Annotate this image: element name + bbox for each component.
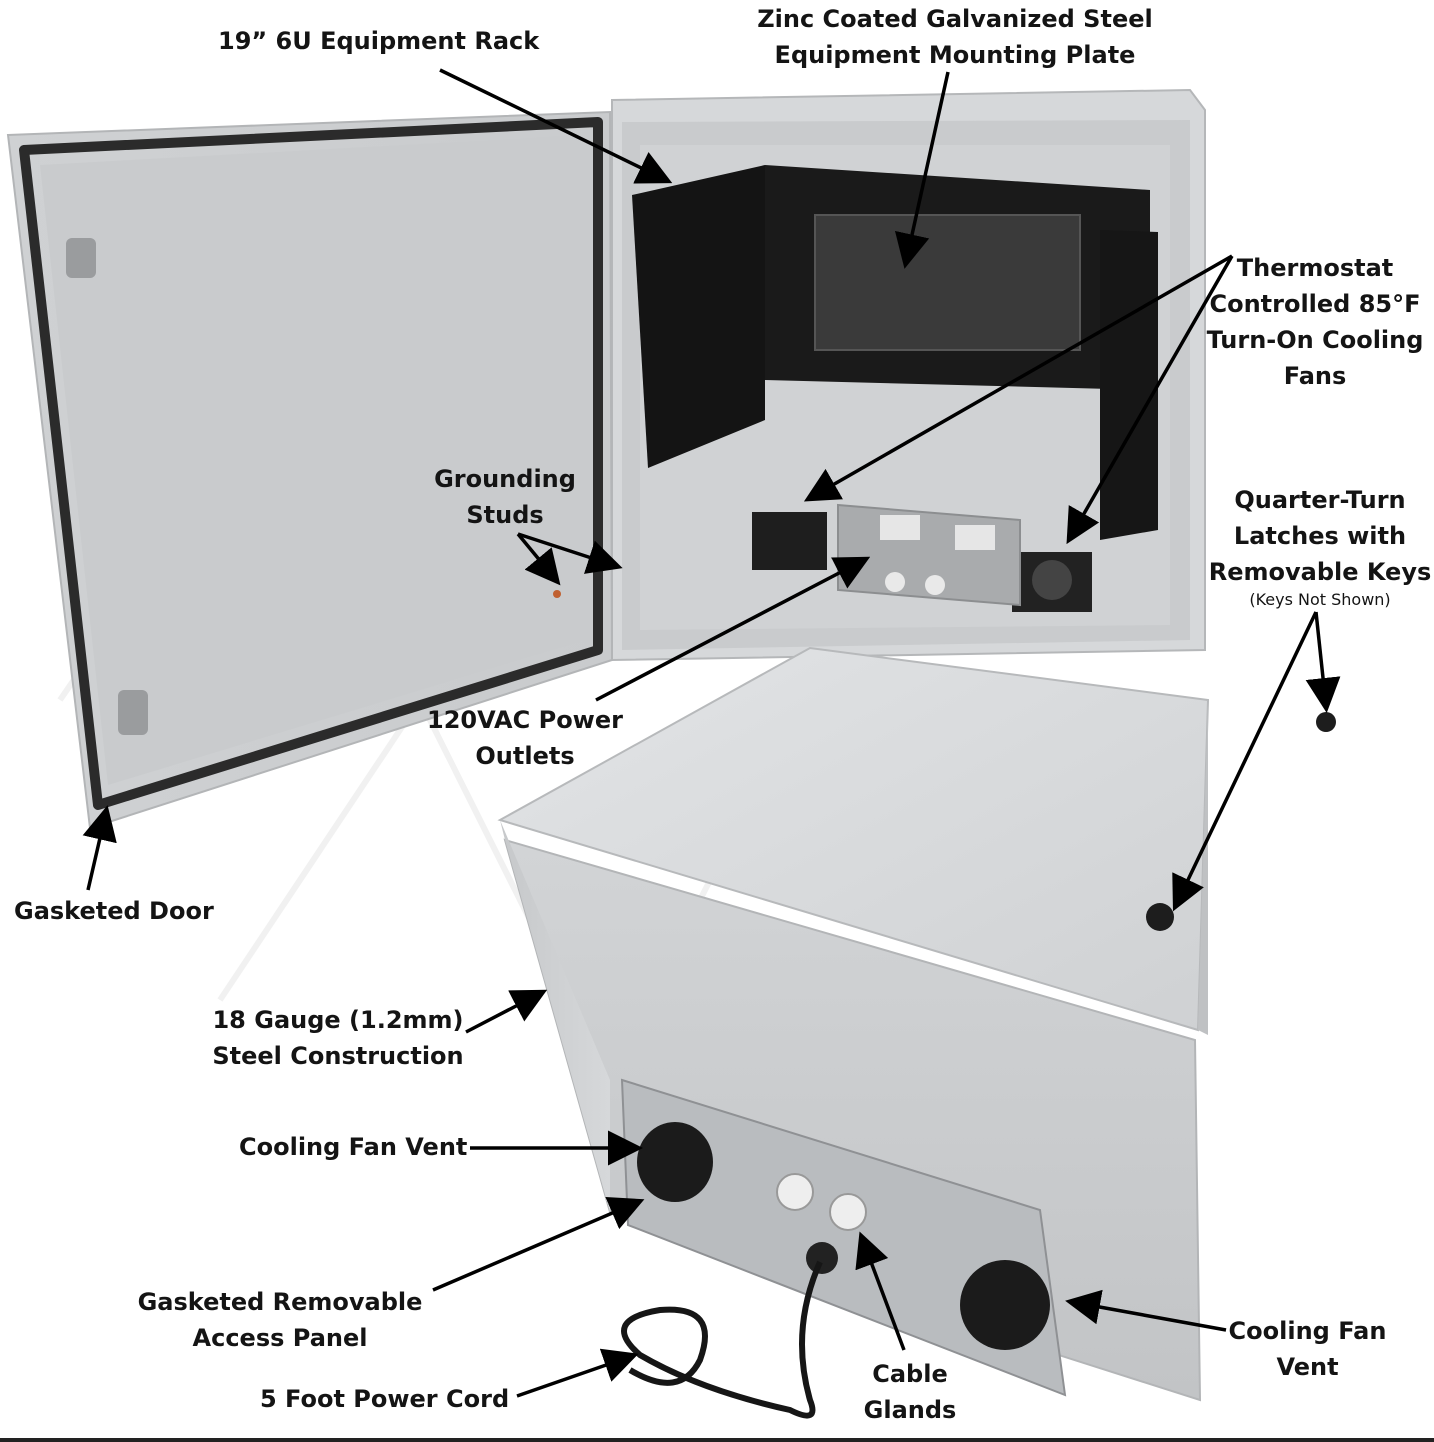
arrow-thermo-a xyxy=(803,254,1233,502)
label-latches-line1: Quarter-Turn xyxy=(1234,486,1406,514)
arrow-cord xyxy=(516,1348,639,1398)
cooling-fan-vent-left xyxy=(637,1122,713,1202)
grounding-stud xyxy=(553,590,561,598)
label-latches-note: (Keys Not Shown) xyxy=(1249,590,1391,609)
callout-arrows xyxy=(82,68,1341,1398)
latch-bottom xyxy=(118,690,148,735)
label-steel-line1: 18 Gauge (1.2mm) xyxy=(212,1006,464,1034)
arrow-latch-b xyxy=(1172,611,1318,912)
label-grounding-line2: Studs xyxy=(466,501,544,529)
label-outlets: 120VAC Power Outlets xyxy=(420,702,630,774)
label-thermostat-line2: Controlled 85°F xyxy=(1209,290,1421,318)
label-vent-right-line2: Vent xyxy=(1276,1353,1339,1381)
label-panel-line2: Access Panel xyxy=(192,1324,368,1352)
arrow-vent-right xyxy=(1065,1289,1227,1332)
label-thermostat-line1: Thermostat xyxy=(1236,254,1394,282)
closed-enclosure xyxy=(497,646,1336,1419)
label-latches: Quarter-Turn Latches with Removable Keys… xyxy=(1205,482,1434,610)
label-glands: Cable Glands xyxy=(855,1356,965,1428)
cable-gland-2 xyxy=(829,1193,867,1231)
label-plate-line1: Zinc Coated Galvanized Steel xyxy=(757,5,1153,33)
label-panel-line1: Gasketed Removable xyxy=(137,1288,423,1316)
arrow-panel xyxy=(432,1196,645,1292)
door-gasket xyxy=(19,117,603,810)
label-grounding-line1: Grounding xyxy=(434,465,576,493)
label-thermostat: Thermostat Controlled 85°F Turn-On Cooli… xyxy=(1200,250,1430,394)
label-plate-line2: Equipment Mounting Plate xyxy=(774,41,1136,69)
label-thermostat-line3: Turn-On Cooling xyxy=(1206,326,1424,354)
arrow-steel xyxy=(465,989,548,1034)
cable-gland-1 xyxy=(776,1173,814,1211)
door xyxy=(6,110,614,830)
power-cord xyxy=(621,1260,823,1419)
label-vent-left: Cooling Fan Vent xyxy=(239,1133,468,1161)
equipment-rack xyxy=(632,165,765,468)
label-vent-right-line1: Cooling Fan xyxy=(1228,1317,1387,1345)
access-panel xyxy=(620,1078,1067,1397)
arrow-glands xyxy=(855,1231,906,1351)
label-grounding: Grounding Studs xyxy=(425,461,585,533)
label-outlets-line1: 120VAC Power xyxy=(427,706,623,734)
arrow-ground-a xyxy=(516,532,561,586)
arrow-rack xyxy=(439,68,673,184)
label-plate: Zinc Coated Galvanized Steel Equipment M… xyxy=(755,1,1155,73)
arrow-plate xyxy=(894,71,950,269)
arrow-thermo-b xyxy=(1066,255,1234,545)
latch-hole-front xyxy=(1146,903,1174,931)
arrow-outlets xyxy=(595,556,871,702)
latch-top xyxy=(66,238,96,278)
arrow-latch-a xyxy=(1305,611,1341,713)
arrow-door xyxy=(82,805,117,891)
label-latches-line2: Latches with xyxy=(1233,522,1407,550)
latch-hole-back xyxy=(1316,712,1336,732)
label-rack: 19” 6U Equipment Rack xyxy=(218,27,540,55)
cooling-fan-vent-right xyxy=(960,1260,1050,1350)
arrow-ground-b xyxy=(517,532,623,574)
label-vent-right: Cooling Fan Vent xyxy=(1225,1313,1390,1385)
open-enclosure xyxy=(611,88,1206,662)
label-panel: Gasketed Removable Access Panel xyxy=(135,1284,425,1356)
label-latches-line3: Removable Keys xyxy=(1208,558,1432,586)
label-glands-line2: Glands xyxy=(863,1396,957,1424)
mounting-plate-window xyxy=(814,214,1081,351)
label-door: Gasketed Door xyxy=(14,897,214,925)
bottom-divider xyxy=(0,1438,1434,1442)
label-steel-line2: Steel Construction xyxy=(212,1042,464,1070)
label-cord: 5 Foot Power Cord xyxy=(260,1385,510,1413)
label-steel: 18 Gauge (1.2mm) Steel Construction xyxy=(212,1002,464,1074)
label-thermostat-line4: Fans xyxy=(1283,362,1347,390)
label-outlets-line2: Outlets xyxy=(475,742,575,770)
label-glands-line1: Cable xyxy=(872,1360,948,1388)
cooling-fan-left xyxy=(752,512,827,570)
